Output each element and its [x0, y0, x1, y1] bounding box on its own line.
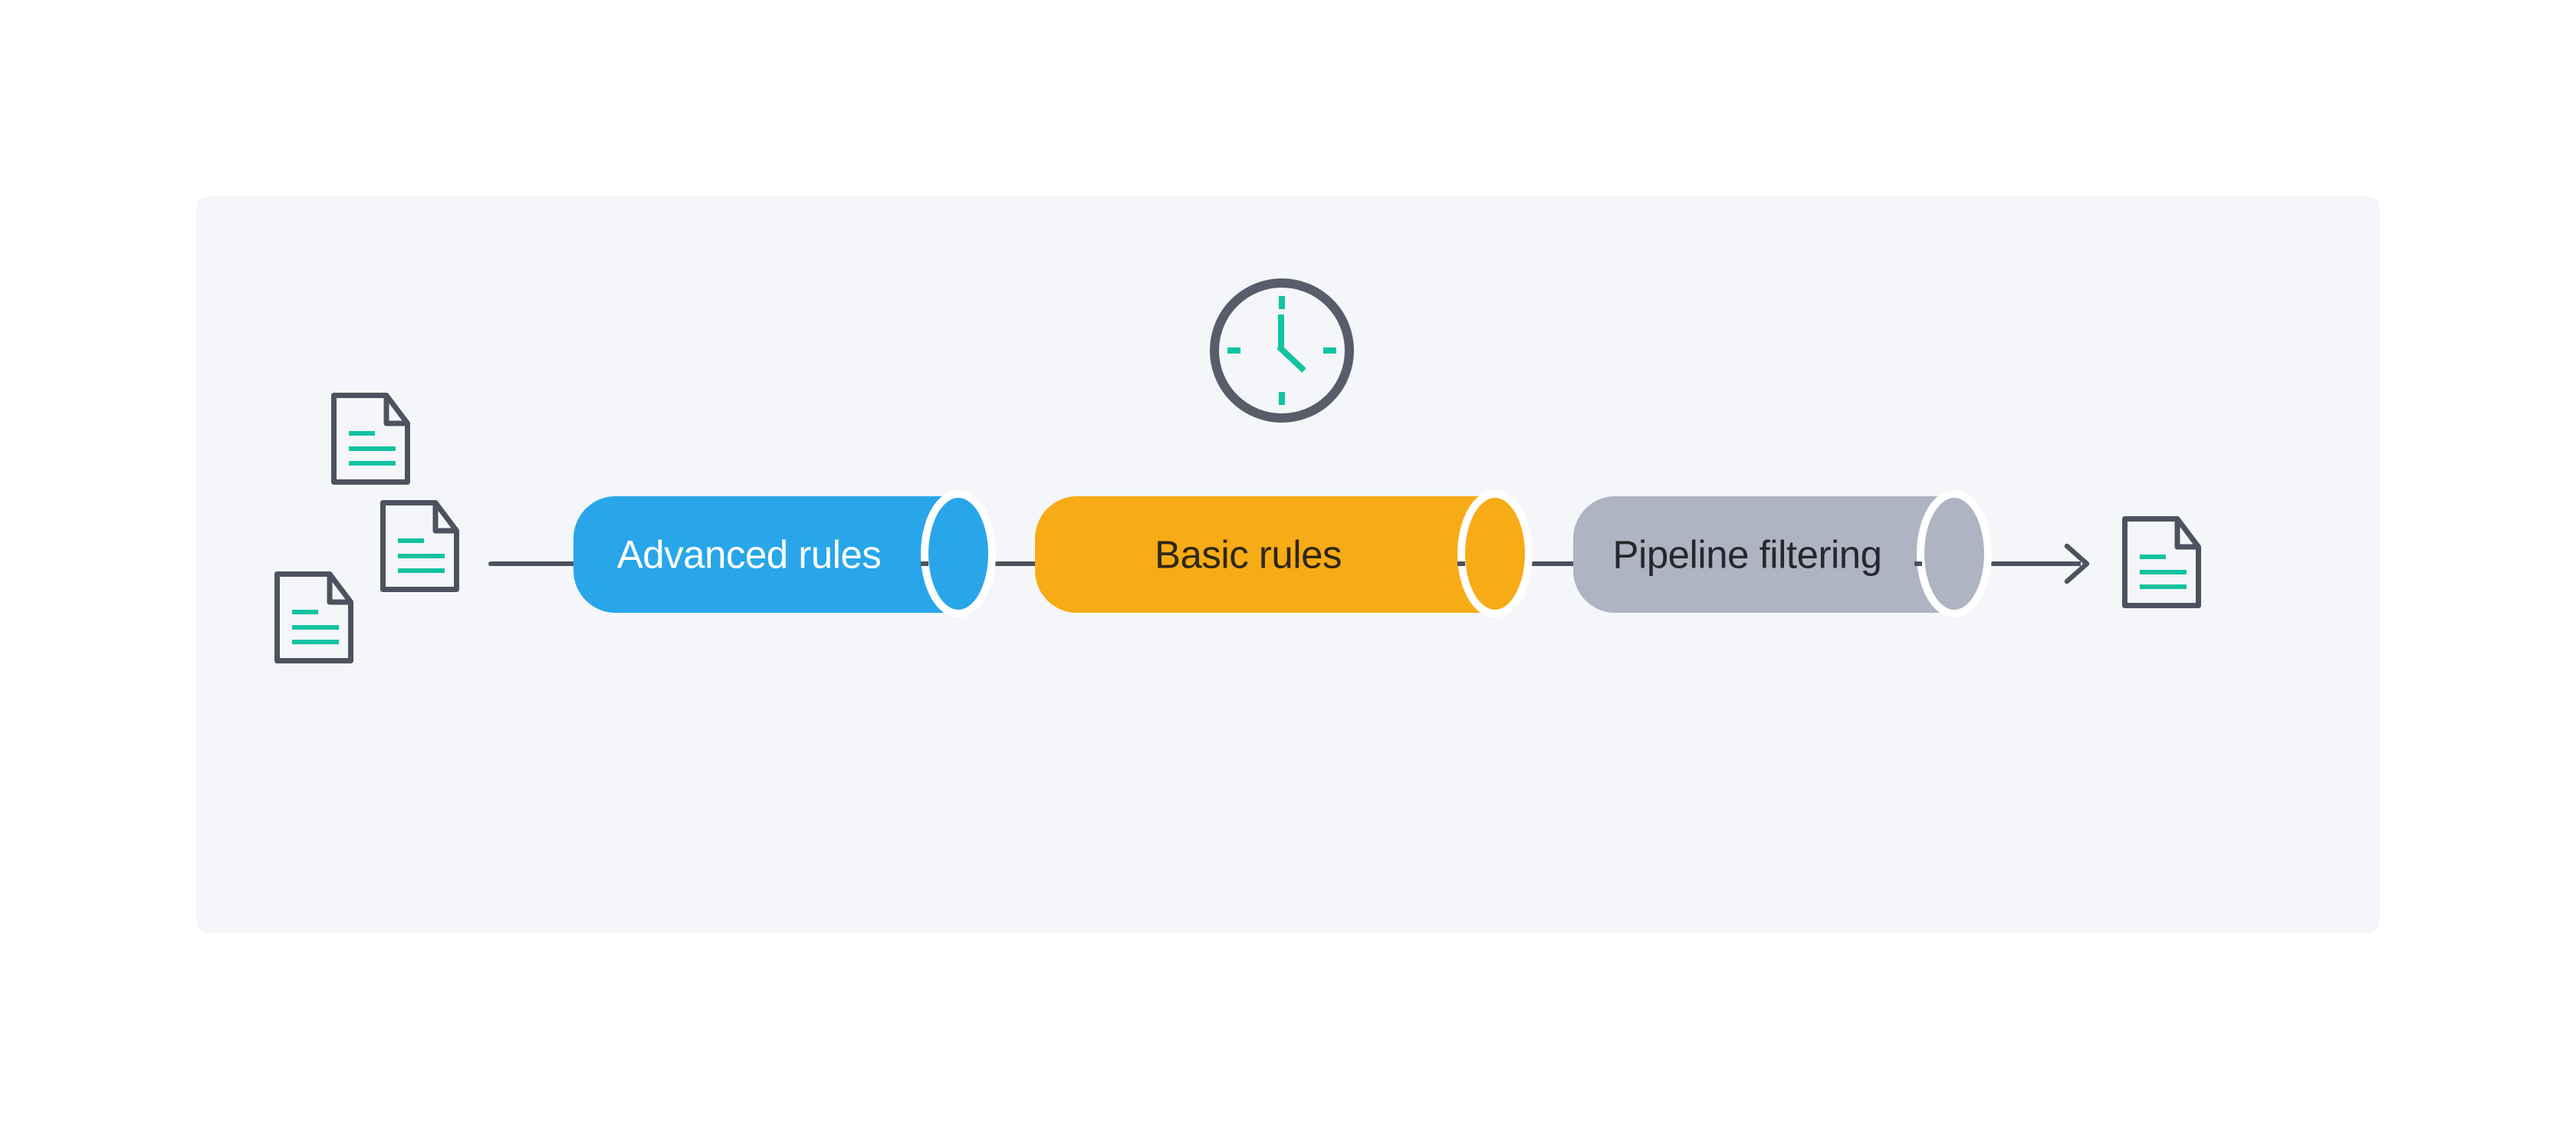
clock-ring — [1210, 278, 1354, 423]
connector-peek — [921, 561, 928, 566]
cylinder-end-cap — [1917, 490, 1992, 617]
clock-icon — [1210, 278, 1354, 423]
output-document — [2125, 519, 2199, 606]
connector-line — [488, 543, 2090, 584]
stage-label: Advanced rules — [617, 533, 882, 577]
cylinder-body — [573, 496, 958, 613]
stage-advanced-rules: Advanced rules — [573, 490, 996, 617]
clock-hour-hand — [1276, 344, 1306, 373]
document-icon — [278, 574, 351, 661]
cylinder-body — [1035, 496, 1495, 613]
input-documents — [278, 396, 457, 661]
connector-peek — [1457, 561, 1465, 566]
connector-peek — [1914, 561, 1922, 566]
stage-label: Basic rules — [1155, 533, 1342, 577]
document-icon — [2125, 519, 2199, 606]
cylinder-end-cap — [921, 490, 996, 617]
stage-pipeline-filtering: Pipeline filtering — [1573, 490, 1992, 617]
document-icon — [334, 396, 408, 482]
stage-basic-rules: Basic rules — [1035, 490, 1533, 617]
cylinder-end-cap — [1457, 490, 1533, 617]
stage-label: Pipeline filtering — [1612, 533, 1881, 577]
arrow-right-icon — [2064, 543, 2090, 584]
document-icon — [383, 503, 457, 590]
cylinder-body — [1573, 496, 1954, 613]
